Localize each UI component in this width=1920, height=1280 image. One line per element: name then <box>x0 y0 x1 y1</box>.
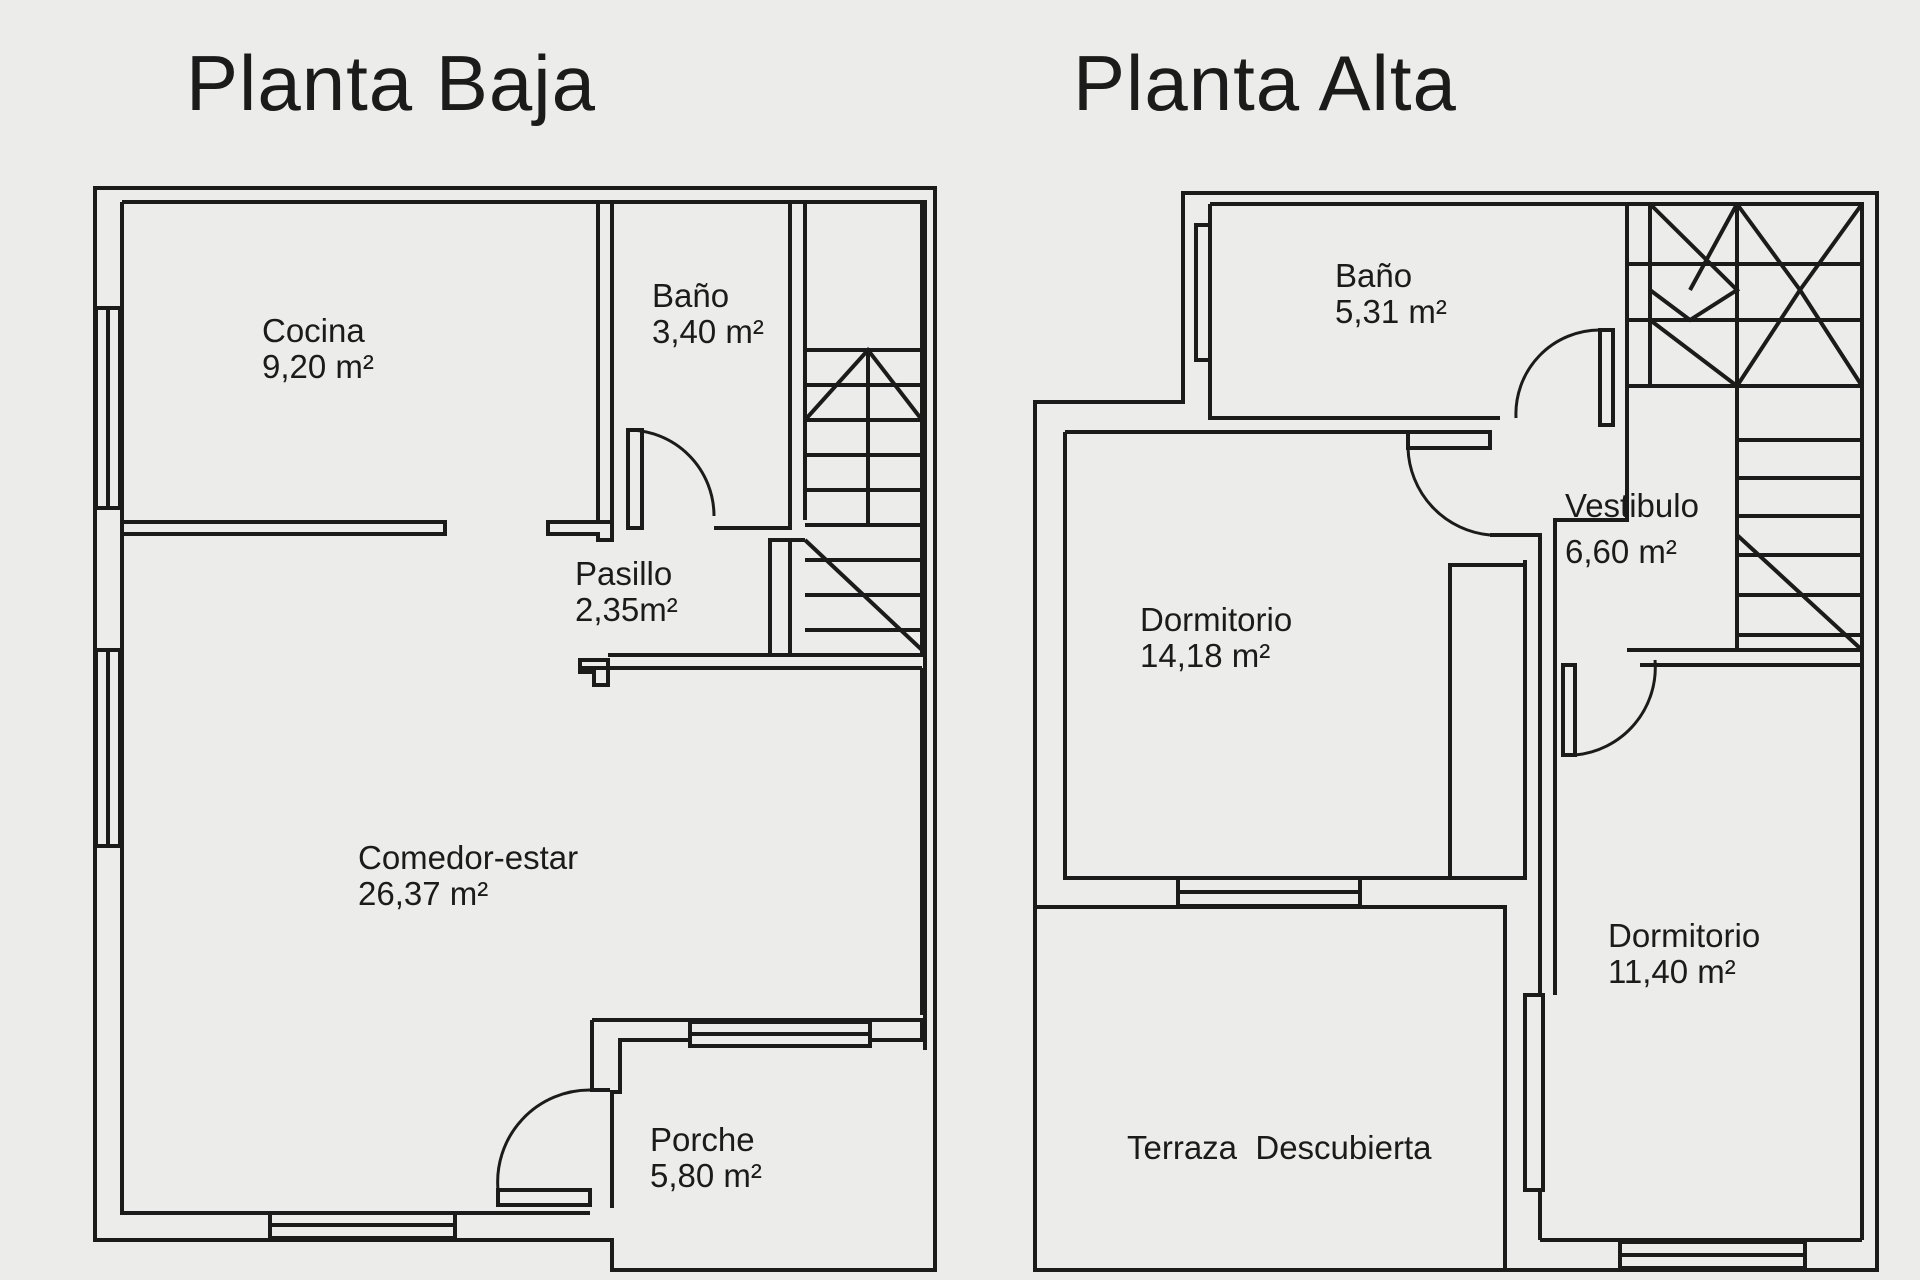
room-area: 9,20 m² <box>262 348 374 385</box>
stairs-ground <box>768 200 924 657</box>
closet-dormitorio-1 <box>1448 563 1527 880</box>
wall-terraza <box>1035 905 1507 1270</box>
room-area: 5,80 m² <box>650 1157 762 1194</box>
room-name: Porche <box>650 1121 755 1158</box>
room-area: 14,18 m² <box>1140 637 1271 674</box>
room-name: Dormitorio <box>1140 601 1293 638</box>
wall-cocina-bano <box>596 202 614 520</box>
room-label-comedor-estar: Comedor-estar 26,37 m² <box>358 840 578 912</box>
room-label-bano: Baño 3,40 m² <box>652 278 764 350</box>
ground-floor-plan <box>93 186 937 1272</box>
door-bano <box>626 428 644 530</box>
room-label-porche: Porche 5,80 m² <box>650 1122 762 1194</box>
ground-floor-outer-wall <box>93 186 937 1272</box>
room-name: Terraza Descubierta <box>1127 1129 1432 1166</box>
room-name: Baño <box>1335 257 1413 294</box>
room-name: Cocina <box>262 312 365 349</box>
window-bano-upper <box>1194 223 1212 362</box>
wall-pasillo-bottom <box>580 653 922 670</box>
wall-cocina-bottom <box>122 520 447 536</box>
room-label-cocina: Cocina 9,20 m² <box>262 313 374 385</box>
room-name: Vestibulo <box>1565 487 1699 524</box>
room-name: Pasillo <box>575 555 673 592</box>
room-area: 6,60 m² <box>1565 533 1677 570</box>
door-bano-upper <box>1598 328 1615 427</box>
room-label-terraza: Terraza Descubierta <box>1127 1058 1431 1238</box>
room-name: Comedor-estar <box>358 839 579 876</box>
door-dormitorio-1 <box>1406 430 1492 450</box>
stairs-upper <box>1627 202 1864 652</box>
room-label-dormitorio-1: Dormitorio 14,18 m² <box>1140 602 1292 674</box>
room-area: 5,31 m² <box>1335 293 1447 330</box>
room-name: Baño <box>652 277 730 314</box>
ground-floor-title: Planta Baja <box>186 39 596 127</box>
room-name: Dormitorio <box>1608 917 1761 954</box>
door-porche <box>496 1188 592 1207</box>
room-area: 2,35m² <box>575 591 678 628</box>
window-dormitorio-2-side <box>1523 993 1545 1192</box>
door-dormitorio-2 <box>1561 663 1577 757</box>
room-label-bano-upper: Baño 5,31 m² <box>1335 258 1447 330</box>
upper-floor-outer-wall <box>1033 191 1879 1272</box>
room-label-vestibulo: Vestibulo 6,60 m² <box>1565 483 1699 575</box>
room-area: 3,40 m² <box>652 313 764 350</box>
upper-floor-plan <box>1033 191 1879 1272</box>
wall-dormitorio-1 <box>1063 430 1527 880</box>
room-label-dormitorio-2: Dormitorio 11,40 m² <box>1608 918 1760 990</box>
upper-floor-title: Planta Alta <box>1073 39 1457 127</box>
room-label-pasillo: Pasillo 2,35m² <box>575 556 678 628</box>
room-area: 11,40 m² <box>1608 953 1736 990</box>
wall-porche <box>592 1018 924 1208</box>
wall-bano-right <box>714 202 807 530</box>
room-area: 26,37 m² <box>358 875 489 912</box>
